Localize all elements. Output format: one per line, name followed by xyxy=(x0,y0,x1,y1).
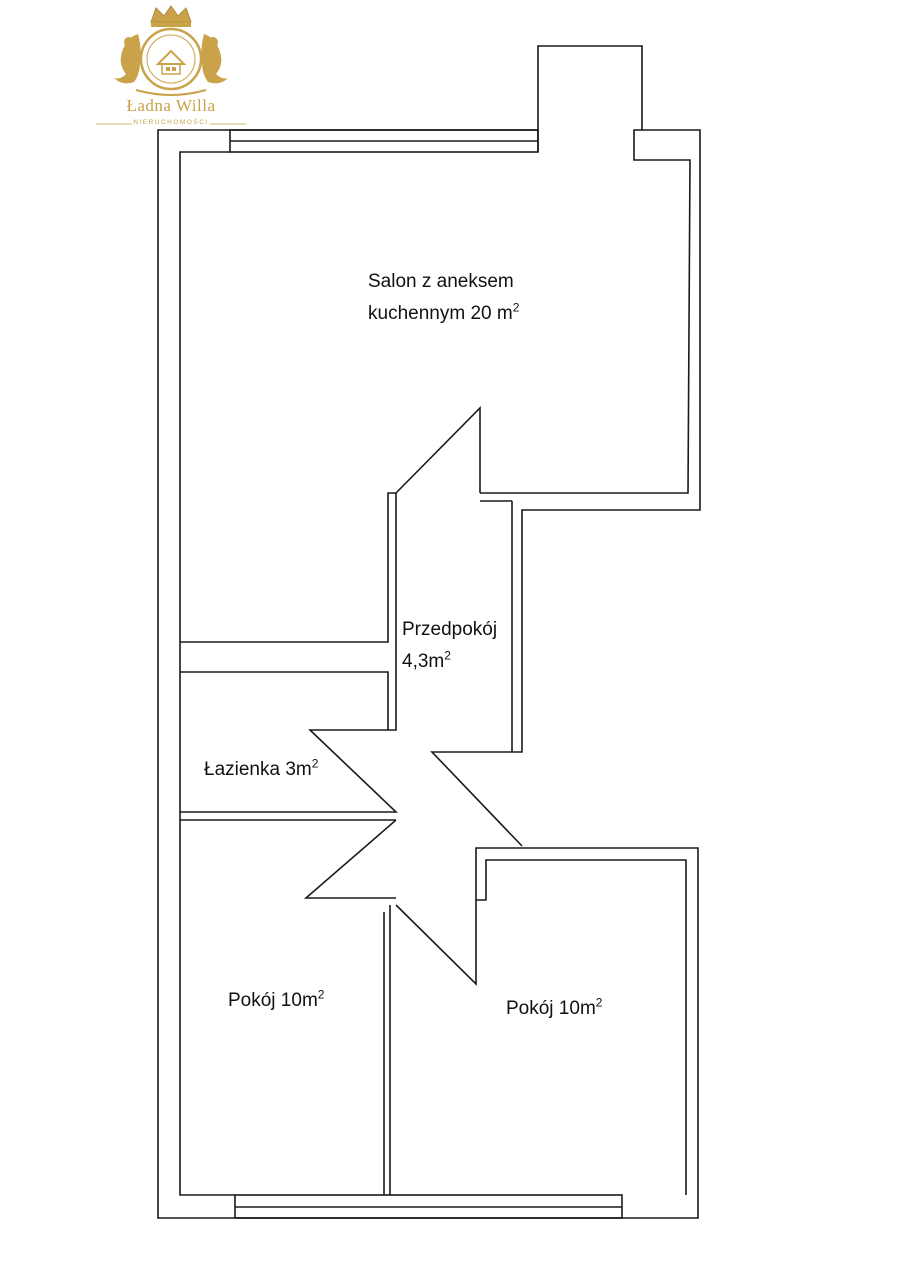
room-label-pokoj-right-text: Pokój 10m xyxy=(506,998,596,1019)
bedroom-right-top-wall xyxy=(475,847,518,900)
room-label-lazienka: Łazienka 3m2 xyxy=(204,754,318,786)
hall-left-wall xyxy=(180,493,397,731)
room-label-salon: Salon z aneksem kuchennym 20 m2 xyxy=(368,266,519,330)
room-label-przedpokoj-area: 4,3m xyxy=(402,651,445,672)
logo: Ładna Willa NIERUCHOMOŚCI xyxy=(96,4,246,130)
chimney xyxy=(512,45,701,753)
logo-subtitle: NIERUCHOMOŚCI xyxy=(133,119,209,126)
room-label-pokoj-left: Pokój 10m2 xyxy=(228,985,324,1017)
room-label-pokoj-right-sup: 2 xyxy=(595,995,603,1010)
logo-name: Ładna Willa xyxy=(126,96,216,115)
salon-door-swing xyxy=(180,406,481,643)
room-label-pokoj-left-sup: 2 xyxy=(317,987,325,1002)
hall-right-door-swing xyxy=(430,751,523,847)
bathroom-door-swing xyxy=(180,729,398,813)
inner-wall xyxy=(179,151,235,1196)
room-label-pokoj-left-text: Pokój 10m xyxy=(228,990,318,1011)
room-label-salon-sup: 2 xyxy=(512,300,520,315)
room-label-przedpokoj: Przedpokój 4,3m2 xyxy=(402,614,497,678)
room-label-salon-line1: Salon z aneksem xyxy=(368,271,514,292)
room-label-pokoj-right: Pokój 10m2 xyxy=(506,993,602,1025)
room-label-przedpokoj-sup: 2 xyxy=(444,648,451,663)
crest-icon xyxy=(114,5,228,96)
room-label-salon-line2: kuchennym 20 m2 xyxy=(368,298,519,330)
room-label-przedpokoj-line2: 4,3m2 xyxy=(402,646,497,678)
room-label-salon-area: kuchennym 20 m xyxy=(368,303,513,324)
room-label-przedpokoj-line1: Przedpokój xyxy=(402,619,498,640)
bedroom-left-door-swing xyxy=(303,819,397,899)
salon-right-wall xyxy=(480,129,691,494)
bedroom-right-door-swing xyxy=(395,859,687,1195)
logo-divider xyxy=(96,123,246,125)
room-label-lazienka-text: Łazienka 3m xyxy=(204,759,312,780)
room-label-lazienka-sup: 2 xyxy=(311,756,319,771)
